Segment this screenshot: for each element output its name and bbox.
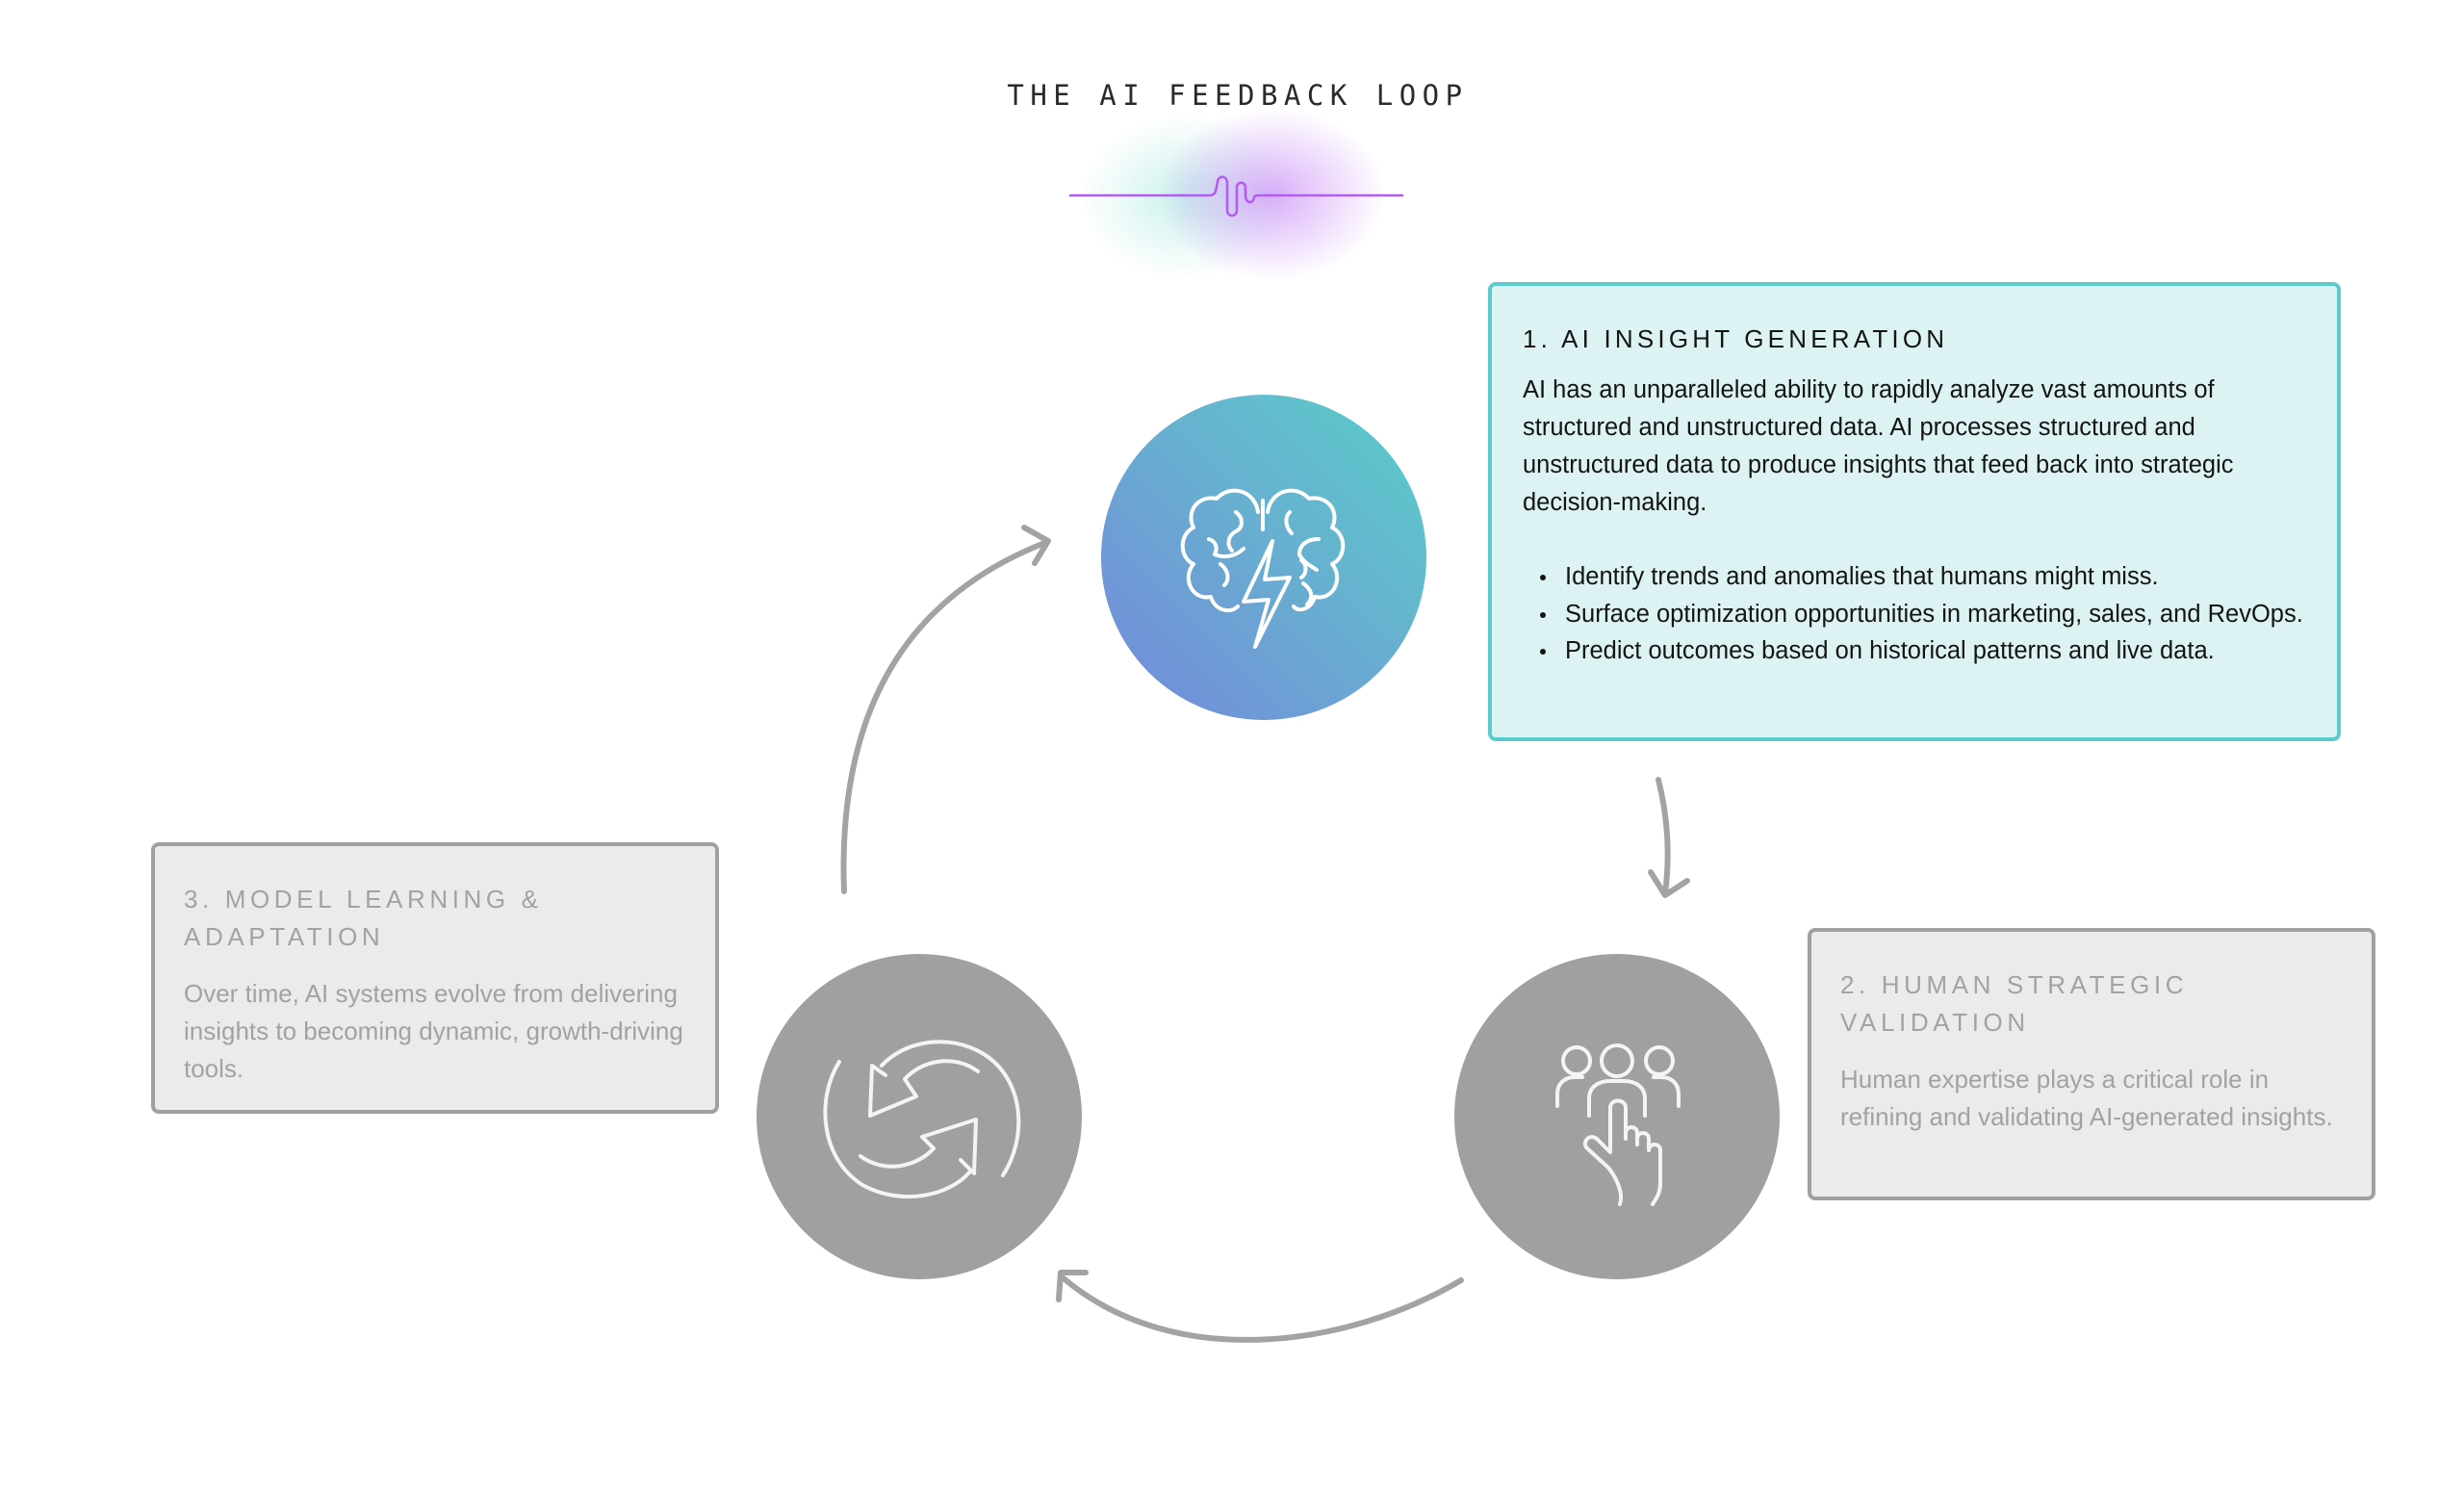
step-2-card[interactable]: 2. HUMAN STRATEGIC VALIDATION Human expe… — [1808, 928, 2375, 1200]
brain-lightning-icon — [1180, 488, 1346, 649]
step-2-title: 2. HUMAN STRATEGIC VALIDATION — [1840, 970, 2189, 1037]
arrow-step3-to-step1 — [840, 525, 1051, 894]
bullet-dot — [1540, 575, 1546, 580]
bullet-item: Surface optimization opportunities in ma… — [1523, 596, 2306, 633]
bullet-dot — [1540, 611, 1546, 618]
waveform-line — [1068, 175, 1404, 218]
bullet-dot — [1540, 649, 1546, 655]
step-1-node[interactable] — [1101, 395, 1426, 720]
bullet-item: Identify trends and anomalies that human… — [1523, 558, 2306, 596]
bullet-text: Surface optimization opportunities in ma… — [1565, 600, 2303, 628]
step-2-node[interactable] — [1454, 954, 1780, 1279]
waveform-decoration — [1068, 108, 1404, 281]
arrow-step1-to-step2 — [1648, 777, 1690, 898]
bullet-item: Predict outcomes based on historical pat… — [1523, 632, 2306, 670]
step-1-title: 1. AI INSIGHT GENERATION — [1523, 324, 1949, 353]
bullet-text: Predict outcomes based on historical pat… — [1565, 637, 2215, 664]
step-1-bullet-list: Identify trends and anomalies that human… — [1523, 558, 2306, 670]
diagram-title: THE AI FEEDBACK LOOP — [1007, 79, 1469, 112]
refresh-cycle-icon — [823, 1040, 1021, 1198]
step-2-body: Human expertise plays a critical role in… — [1840, 1065, 2333, 1131]
step-3-card[interactable]: 3. MODEL LEARNING & ADAPTATION Over time… — [151, 842, 719, 1114]
step-1-body: AI has an unparalleled ability to rapidl… — [1523, 376, 2234, 516]
step-3-node[interactable] — [757, 954, 1082, 1279]
arrow-step2-to-step1 — [1056, 1270, 1464, 1343]
step-3-title: 3. MODEL LEARNING & ADAPTATION — [184, 885, 543, 951]
team-pointer-icon — [1555, 1043, 1681, 1206]
step-1-card[interactable]: 1. AI INSIGHT GENERATION AI has an unpar… — [1488, 282, 2341, 741]
bullet-text: Identify trends and anomalies that human… — [1565, 563, 2159, 590]
step-3-body: Over time, AI systems evolve from delive… — [184, 979, 683, 1083]
